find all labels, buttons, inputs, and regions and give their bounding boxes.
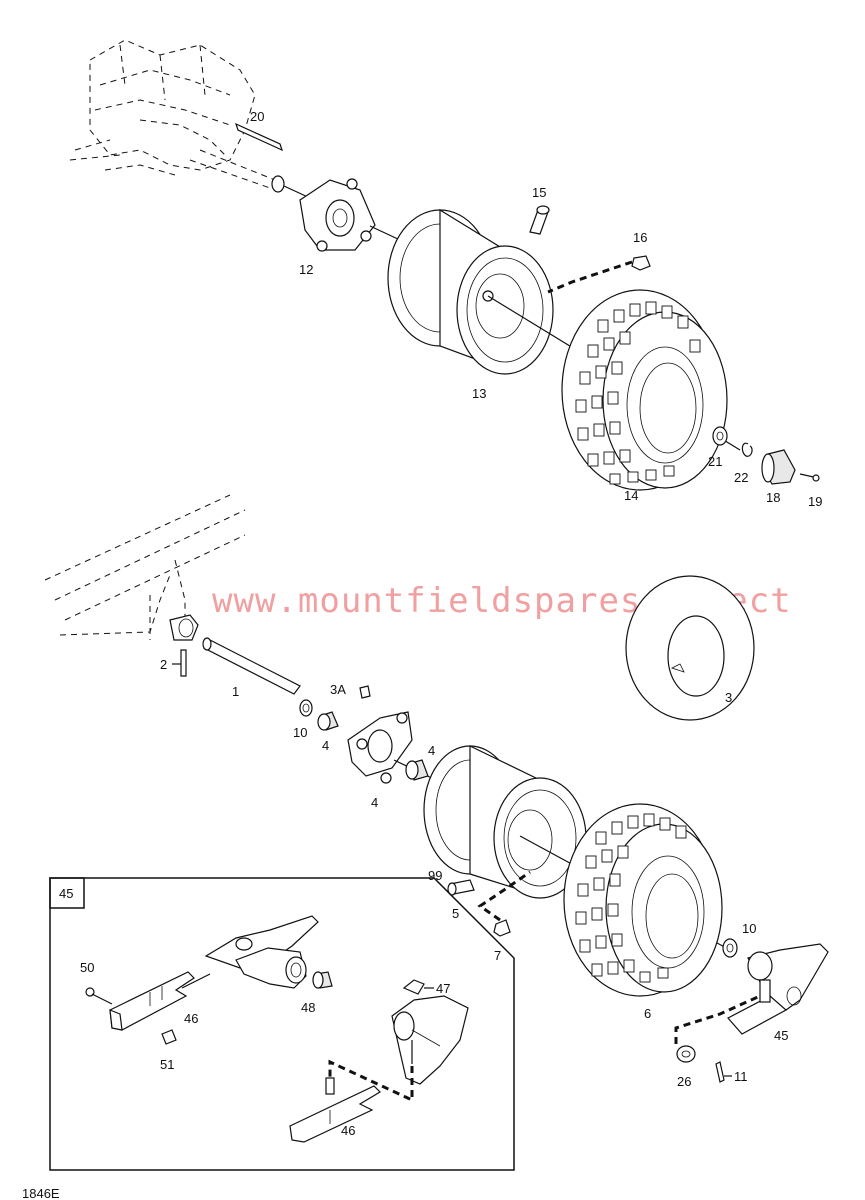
label-26: 26: [677, 1074, 691, 1089]
part-16-nut: 16: [547, 230, 651, 294]
label-46b: 46: [341, 1123, 355, 1138]
inset-label-45: 45: [59, 886, 73, 901]
figure-code: 1846E: [22, 1186, 60, 1200]
label-6: 6: [644, 1006, 651, 1021]
label-99: 3: [725, 690, 732, 705]
label-19: 19: [808, 494, 822, 509]
inset-part-46-plate-lower: 46: [289, 1077, 381, 1143]
inset-spindle-assembled: [328, 995, 469, 1103]
part-12-hub: 12: [299, 178, 401, 277]
label-11: 11: [734, 1069, 748, 1084]
label-46a: 46: [184, 1011, 198, 1026]
label-8: 7: [494, 948, 501, 963]
part-1-axle: 1: [202, 637, 301, 699]
inset-part-47-nipple: 47: [402, 979, 450, 996]
part-7-valve: 5: [447, 879, 475, 921]
label-22: 22: [734, 470, 748, 485]
label-10b: 10: [742, 921, 756, 936]
part-13-rim: 13: [387, 208, 741, 451]
label-4a: 4: [322, 738, 329, 753]
label-1: 1: [232, 684, 239, 699]
label-47: 47: [436, 981, 450, 996]
tyre-tread-pattern: [575, 301, 701, 485]
label-4b: 4: [428, 743, 435, 758]
part-4-bushing-right: 4: [405, 743, 435, 781]
part-26-washer: 26: [676, 1045, 696, 1089]
part-21-washer: 21: [708, 426, 728, 469]
tyre-tread-pattern-lower: [575, 813, 687, 983]
label-21: 21: [708, 454, 722, 469]
part-22-clip: 22: [734, 442, 753, 485]
label-3: 4: [371, 795, 378, 810]
part-3A-nipple: 3A: [330, 682, 371, 699]
label-13: 13: [472, 386, 486, 401]
label-18: 18: [766, 490, 780, 505]
part-18-cap: 18: [761, 449, 796, 505]
label-45: 45: [774, 1028, 788, 1043]
label-50: 50: [80, 960, 94, 975]
label-7: 5: [452, 906, 459, 921]
part-2-pin: 2: [160, 649, 187, 677]
inset-spindle-arm: [204, 915, 319, 989]
inset-part-50-bolt: 50: [80, 960, 113, 1005]
label-2: 2: [160, 657, 167, 672]
transaxle-housing: [69, 39, 276, 189]
label-20: 20: [250, 109, 264, 124]
part-3-spindle: 4: [347, 711, 441, 810]
part-8-nut: 7: [477, 870, 531, 963]
part-10-washer-upper: 10: [293, 699, 313, 740]
label-10a: 10: [293, 725, 307, 740]
part-15-valve: 15: [529, 185, 550, 235]
part-99-inner-tube: 3: [625, 575, 755, 721]
label-15: 15: [532, 185, 546, 200]
inset-part-51-nut: 51: [160, 1029, 177, 1072]
part-6-tyre: 6: [563, 803, 723, 1021]
label-16: 16: [633, 230, 647, 245]
part-45-spindle-assembly: 45: [674, 943, 829, 1044]
part-14-tyre: 14: [561, 289, 728, 503]
label-5: 99: [428, 868, 442, 883]
inset-part-48-bushing: 48: [301, 971, 333, 1015]
part-4-bushing-left: 4: [317, 711, 339, 753]
label-12: 12: [299, 262, 313, 277]
part-20-key: 20: [234, 109, 284, 152]
front-axle-chassis: [44, 494, 246, 641]
label-51: 51: [160, 1057, 174, 1072]
part-19-bolt: 19: [799, 473, 822, 509]
inset-45-box: 45: [49, 877, 515, 1171]
inset-part-46-plate-upper: 46: [109, 971, 211, 1031]
part-11-pin: 11: [715, 1061, 748, 1084]
upper-axle-stub: [271, 175, 311, 199]
label-3A: 3A: [330, 682, 346, 697]
part-10-washer-lower: 10: [722, 921, 756, 958]
label-48: 48: [301, 1000, 315, 1015]
label-14: 14: [624, 488, 638, 503]
part-5-rim: 99: [423, 745, 731, 951]
